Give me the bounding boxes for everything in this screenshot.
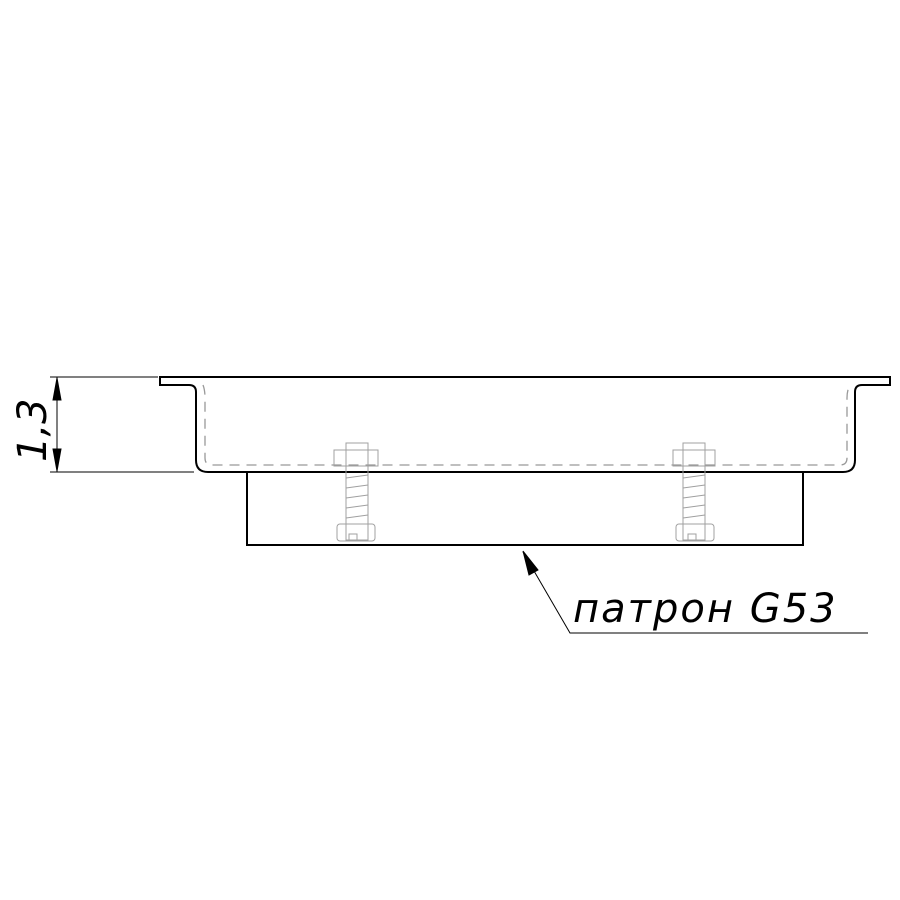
bolt-right xyxy=(672,442,716,542)
height-dimension xyxy=(50,376,194,473)
bolt-left xyxy=(333,442,379,542)
hidden-inner-line xyxy=(202,384,851,466)
callout-label: патрон G53 xyxy=(573,586,838,632)
tray-outline xyxy=(159,376,891,473)
callout-leader xyxy=(522,550,868,634)
cartridge-block xyxy=(246,471,804,546)
dimension-label: 1,3 xyxy=(10,398,56,462)
